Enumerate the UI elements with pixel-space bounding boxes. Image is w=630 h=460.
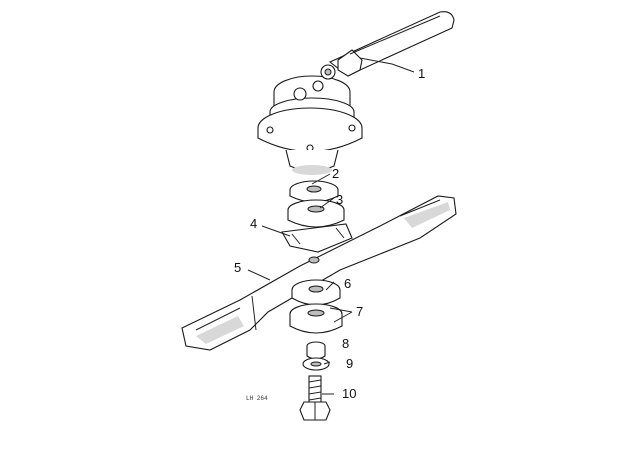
part-7-spacers: [289, 303, 343, 334]
callout-10: 10: [342, 386, 356, 401]
callout-4: 4: [250, 216, 257, 231]
part-4-adapter: [281, 223, 353, 253]
part-5-blade: [181, 195, 457, 351]
leader-lines: [247, 57, 415, 395]
part-9-lock-washer: [302, 357, 330, 371]
part-8-bushing: [306, 341, 326, 360]
figure-code: LH 264: [246, 395, 268, 402]
callout-2: 2: [332, 166, 339, 181]
callout-6: 6: [344, 276, 351, 291]
hub-assembly: [257, 64, 363, 175]
callout-5: 5: [234, 260, 241, 275]
callout-7: 7: [356, 304, 363, 319]
callout-9: 9: [346, 356, 353, 371]
callout-3: 3: [336, 192, 343, 207]
part-10-bolt: [299, 375, 331, 421]
callout-8: 8: [342, 336, 349, 351]
part-6-washer: [291, 279, 341, 306]
part-1-lever: [328, 11, 455, 77]
part-2-washer: [289, 180, 339, 203]
callout-1: 1: [418, 66, 425, 81]
